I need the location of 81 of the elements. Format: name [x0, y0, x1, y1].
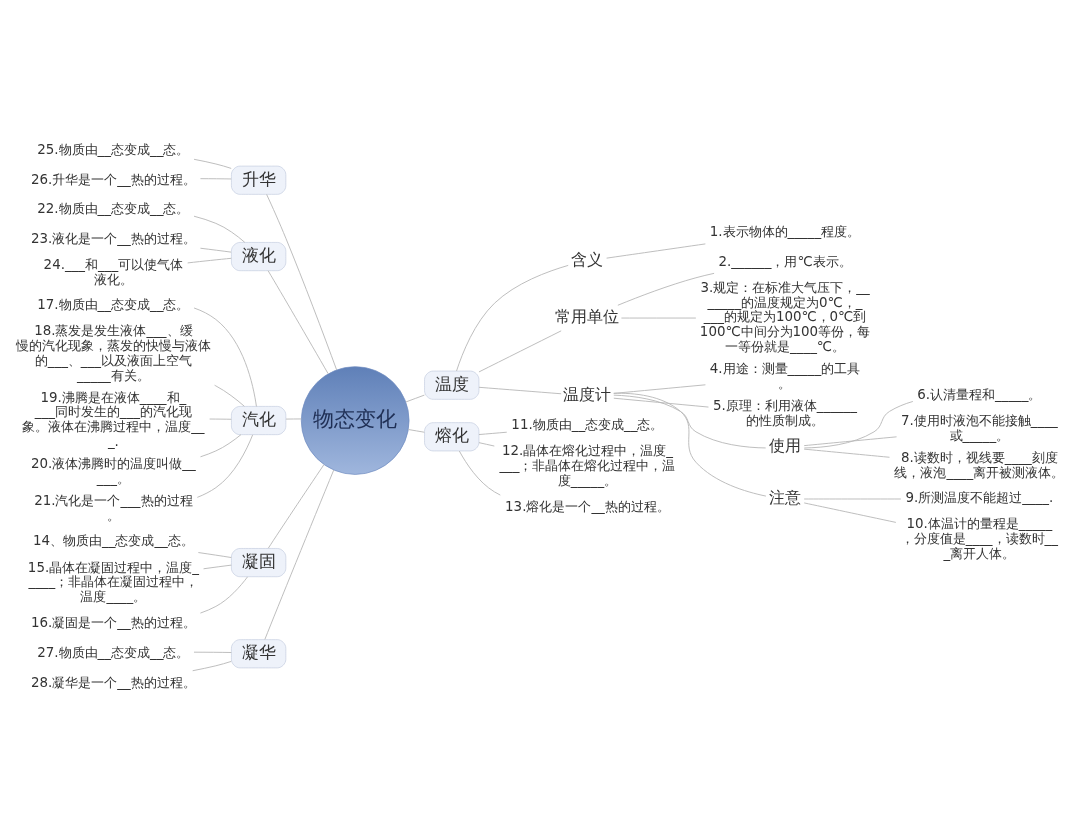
- node-box: 凝固: [231, 548, 287, 578]
- connector: [803, 436, 897, 447]
- connector: [187, 257, 232, 264]
- node-text: 使用: [768, 437, 801, 456]
- node-text: 10.体温计的量程是_____，分度值是____，读数时___离开人体。: [900, 516, 1058, 562]
- connector: [617, 272, 715, 306]
- connector: [267, 270, 329, 375]
- connector: [200, 434, 242, 458]
- node-text: 1.表示物体的_____程度。: [709, 223, 861, 239]
- node-box: 汽化: [231, 406, 287, 436]
- connector: [193, 651, 232, 653]
- node-text: 22.物质由__态变成__态。: [37, 201, 190, 217]
- node-text: 8.读数时，视线要____刻度线，液泡____离开被测液体。: [894, 449, 1065, 480]
- connector: [803, 401, 914, 449]
- connector: [478, 431, 508, 435]
- connector: [606, 243, 706, 259]
- node-text: 15.晶体在凝固过程中，温度_____；非晶体在凝固过程中，温度____。: [27, 559, 199, 605]
- node-text: 24.___和___可以使气体液化。: [43, 256, 184, 287]
- connector: [203, 564, 232, 570]
- connector: [613, 394, 767, 449]
- connector: [193, 307, 257, 407]
- node-box: 凝华: [231, 639, 287, 669]
- node-text: 7.使用时液泡不能接触____或_____。: [901, 412, 1058, 443]
- connector: [266, 194, 338, 371]
- connector: [613, 384, 706, 394]
- connector: [408, 429, 425, 433]
- connector: [209, 418, 232, 420]
- connector: [458, 450, 501, 496]
- node-text: 注意: [768, 488, 801, 507]
- connector: [478, 386, 562, 395]
- node-text: 28.凝华是一个__热的过程。: [31, 674, 196, 690]
- connector: [285, 418, 302, 420]
- node-box: 熔化: [424, 422, 480, 452]
- node-text: 18.蒸发是发生液体___、缓慢的汽化现象，蒸发的快慢与液体的___、___以及液面上空气_____有关。: [15, 323, 211, 383]
- connector: [200, 178, 232, 180]
- node-text: 4.用途：测量_____的工具。: [709, 361, 861, 392]
- node-text: 12.晶体在熔化过程中，温度____；非晶体在熔化过程中，温度_____。: [499, 442, 676, 488]
- node-text: 含义: [571, 250, 604, 269]
- connector: [478, 442, 495, 447]
- node-text: 常用单位: [555, 308, 620, 327]
- node-text: 温度计: [563, 385, 612, 404]
- connector: [267, 464, 325, 549]
- node-text: 5.原理：利用液体______的性质制成。: [712, 398, 857, 428]
- node-text: 17.物质由__态变成__态。: [37, 297, 190, 313]
- connector: [193, 215, 246, 243]
- node-text: 6.认清量程和_____。: [917, 387, 1042, 403]
- connector: [803, 502, 897, 523]
- connector: [193, 158, 232, 169]
- connector: [200, 247, 232, 253]
- node-text: 27.物质由__态变成__态。: [37, 645, 190, 661]
- connector: [456, 264, 569, 372]
- node-text: 23.液化是一个__热的过程。: [31, 230, 196, 246]
- connector: [613, 392, 767, 497]
- node-box: 温度: [424, 370, 480, 400]
- node-text: 20.液体沸腾时的温度叫做_____。: [31, 456, 196, 486]
- connector: [405, 394, 425, 403]
- node-text: 14、物质由__态变成__态。: [32, 533, 194, 549]
- node-text: 26.升华是一个__热的过程。: [31, 171, 196, 187]
- node-box: 液化: [231, 242, 287, 272]
- connector: [478, 330, 562, 373]
- node-text: 9.所测温度不能超过____.: [905, 490, 1054, 506]
- connector: [199, 576, 249, 614]
- connector: [197, 552, 232, 558]
- node-text: 16.凝固是一个__热的过程。: [31, 615, 196, 631]
- node-box: 升华: [231, 165, 287, 195]
- node-text: 25.物质由__态变成__态。: [37, 141, 190, 157]
- node-text: 11.物质由__态变成__态。: [511, 416, 664, 432]
- node-text: 3.规定：在标准大气压下，_______的温度规定为0℃，____的规定为100℃，0℃到100℃中间分为100等份，每一等份就是____℃。: [699, 279, 871, 355]
- node-text: 21.汽化是一个___热的过程。: [34, 492, 193, 523]
- node-text: 19.沸腾是在液体____和____同时发生的___的汽化现象。液体在沸腾过程中，温度___.: [22, 389, 205, 450]
- connector: [620, 317, 697, 319]
- connector: [264, 469, 335, 640]
- connector: [803, 448, 890, 458]
- connector: [613, 397, 709, 408]
- node-circle: 物态变化: [300, 366, 410, 475]
- node-text: 2.______，用℃表示。: [718, 253, 852, 269]
- connector: [214, 384, 245, 407]
- connector: [192, 661, 232, 672]
- connector: [803, 498, 902, 500]
- node-text: 13.熔化是一个__热的过程。: [505, 498, 670, 514]
- connector: [196, 434, 254, 498]
